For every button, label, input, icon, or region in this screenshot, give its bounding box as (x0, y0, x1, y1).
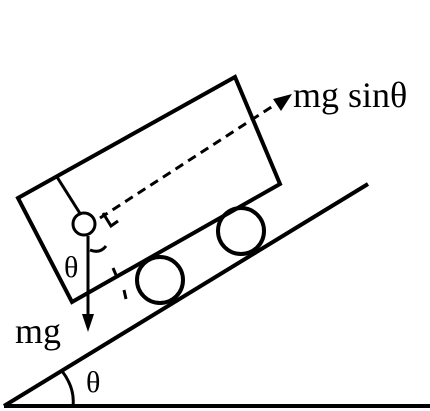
label-mg-sin-theta: mg sinθ (293, 75, 407, 115)
cart-body (15, 74, 283, 305)
string-support (55, 176, 83, 216)
pendulum-bob (71, 211, 97, 237)
rear-wheel (135, 255, 185, 305)
arrow-head-mg-sin (273, 94, 292, 111)
label-mg: mg (15, 311, 61, 351)
weight-arrow-head (82, 314, 94, 332)
pendulum-angle-arc (89, 245, 108, 253)
right-angle-marker (101, 212, 119, 229)
dashed-line (99, 102, 277, 220)
incline-angle-arc (60, 370, 75, 407)
string-extension-tick-1 (111, 267, 118, 276)
incline-line (2, 182, 370, 408)
label-theta-pendulum: θ (64, 251, 78, 284)
label-theta-incline: θ (86, 366, 100, 399)
string-extension-tick-2 (122, 289, 128, 300)
